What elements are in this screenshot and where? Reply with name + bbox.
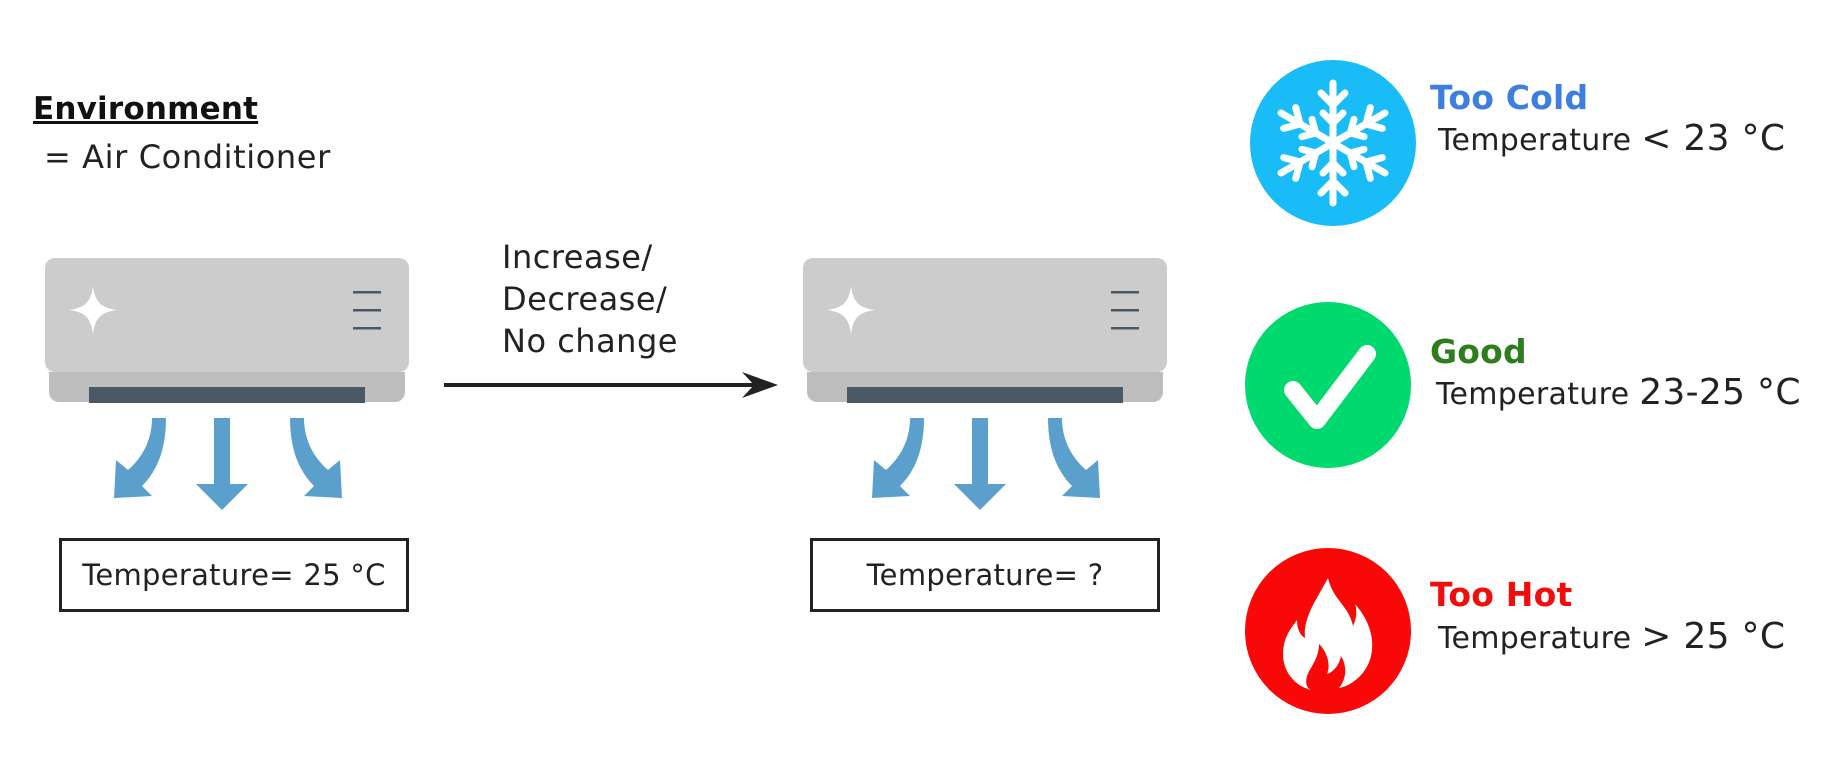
menu-lines-icon (353, 291, 381, 330)
legend-good-desc: Temperature 23-25 °C (1436, 372, 1801, 413)
legend-too-hot-prefix: Temperature (1438, 621, 1632, 656)
action-label-increase: Increase/ (502, 238, 653, 276)
airflow-arrows-icon (872, 418, 1100, 510)
legend-good-value: 23-25 °C (1639, 372, 1801, 413)
legend-too-hot-value: > 25 °C (1641, 616, 1786, 657)
legend-good-prefix: Temperature (1436, 377, 1630, 412)
environment-heading: Environment (33, 91, 259, 127)
legend-too-cold-desc: Temperature < 23 °C (1438, 118, 1785, 159)
next-temperature-box: Temperature= ? (810, 538, 1160, 612)
sparkle-icon (827, 286, 875, 334)
action-label-decrease: Decrease/ (502, 280, 668, 318)
legend-too-cold-value: < 23 °C (1641, 118, 1786, 159)
air-conditioner-current (45, 258, 409, 408)
current-temperature-box: Temperature= 25 °C (59, 538, 409, 612)
action-label: Increase/ Decrease/ No change (502, 236, 678, 362)
snowflake-icon (1250, 60, 1416, 226)
flame-icon (1245, 548, 1411, 714)
legend-too-hot-title: Too Hot (1430, 575, 1573, 614)
ac-vent (89, 387, 365, 403)
ac-vent (847, 387, 1123, 403)
environment-subtitle: = Air Conditioner (44, 138, 331, 176)
legend-too-cold-prefix: Temperature (1438, 123, 1632, 158)
legend-too-cold-title: Too Cold (1430, 78, 1589, 117)
menu-lines-icon (1111, 291, 1139, 330)
action-arrow-icon (444, 372, 778, 398)
ac-body (803, 258, 1167, 372)
sparkle-icon (69, 286, 117, 334)
legend-too-hot-desc: Temperature > 25 °C (1438, 616, 1785, 657)
action-label-no-change: No change (502, 322, 678, 360)
legend-good-title: Good (1430, 332, 1527, 371)
air-conditioner-next (803, 258, 1167, 408)
ac-body (45, 258, 409, 372)
checkmark-icon (1245, 302, 1411, 468)
airflow-arrows-icon (114, 418, 342, 510)
